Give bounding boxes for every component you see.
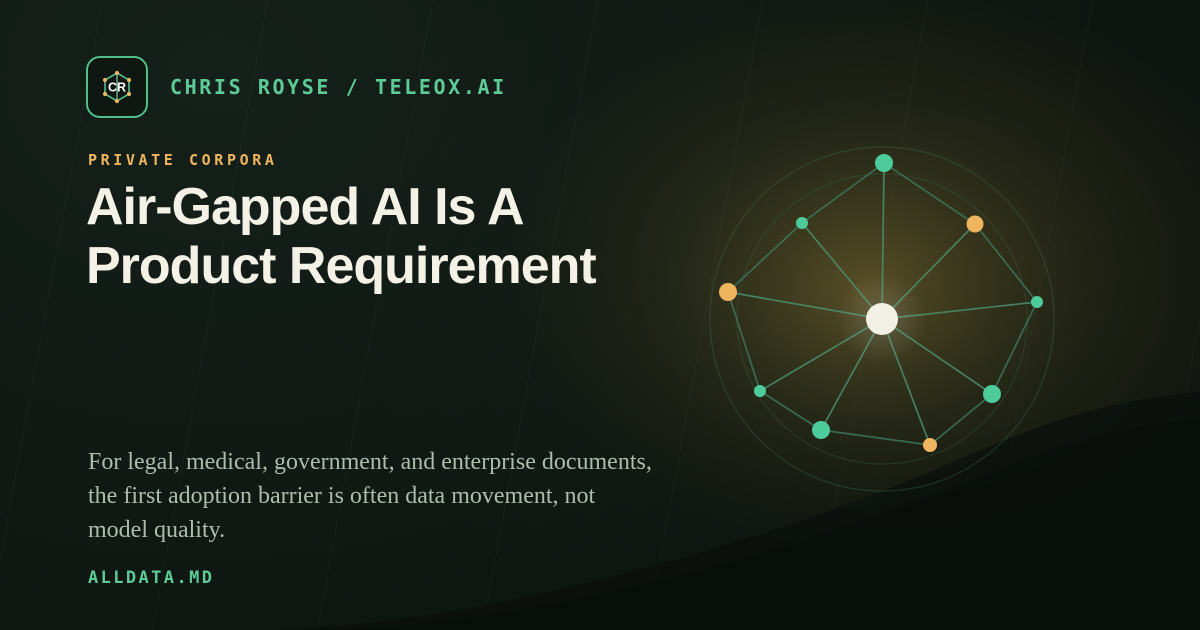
hexagon-node-icon: CR bbox=[86, 56, 148, 118]
logo-initials: CR bbox=[108, 81, 126, 95]
deck-text: For legal, medical, government, and ente… bbox=[88, 449, 652, 544]
eyebrow-label: PRIVATE CORPORA bbox=[88, 151, 278, 169]
brand-name: CHRIS ROYSE / TELEOX.AI bbox=[170, 75, 507, 99]
footer-url: ALLDATA.MD bbox=[88, 568, 215, 588]
page-title: Air-Gapped AI Is A Product Requirement bbox=[86, 178, 597, 296]
content-column: CR CHRIS ROYSE / TELEOX.AI PRIVATE CORPO… bbox=[86, 0, 706, 630]
brand-row: CR CHRIS ROYSE / TELEOX.AI bbox=[86, 56, 507, 118]
